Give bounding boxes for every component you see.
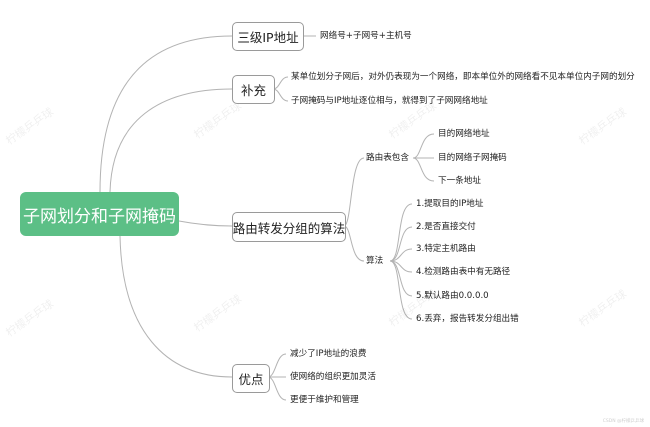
node-routing-table[interactable]: 路由表包含 xyxy=(366,153,409,163)
leaf-algo-1: 1.提取目的IP地址 xyxy=(416,199,484,209)
link-table-1 xyxy=(412,133,435,159)
link-table-3 xyxy=(412,157,435,182)
leaf-supplement-2: 子网掩码与IP地址逐位相与，就得到了子网网络地址 xyxy=(291,96,488,106)
leaf-supplement-1: 某单位划分子网后，对外仍表现为一个网络，即本单位外的网络看不见本单位内子网的划分 xyxy=(291,72,635,82)
link-routing-table xyxy=(343,157,365,227)
link-algo-6 xyxy=(389,260,413,320)
leaf-algo-5: 5.默认路由0.0.0.0 xyxy=(416,291,489,301)
node-algorithm[interactable]: 算法 xyxy=(366,256,384,266)
leaf-level3-format: 网络号+子网号+主机号 xyxy=(320,31,412,41)
node-routing-algorithm[interactable]: 路由转发分组的算法 xyxy=(232,212,346,242)
leaf-algo-3: 3.特定主机路由 xyxy=(416,244,476,254)
link-root-supplement xyxy=(109,88,233,193)
link-supplement-item-1 xyxy=(272,76,289,90)
leaf-adv-2: 使网络的组织更加灵活 xyxy=(290,372,376,382)
leaf-algo-4: 4.检测路由表中有无路径 xyxy=(416,267,511,277)
leaf-algo-6: 6.丢弃，报告转发分组出错 xyxy=(416,314,519,324)
leaf-table-dest-addr: 目的网络地址 xyxy=(438,129,490,139)
leaf-algo-2: 2.是否直接交付 xyxy=(416,222,476,232)
link-adv-1 xyxy=(267,353,287,378)
leaf-table-next-hop: 下一条地址 xyxy=(438,176,481,186)
link-routing-algo xyxy=(343,225,365,262)
node-level3-ip[interactable]: 三级IP地址 xyxy=(232,22,304,51)
leaf-adv-1: 减少了IP地址的浪费 xyxy=(290,349,367,359)
link-algo-1 xyxy=(389,203,413,262)
credit-text: CSDN @柠檬乒乒球 xyxy=(602,419,644,424)
node-supplement[interactable]: 补充 xyxy=(232,75,275,104)
link-supplement-item-2 xyxy=(272,88,289,102)
link-adv-3 xyxy=(267,376,287,401)
root-node[interactable]: 子网划分和子网掩码 xyxy=(20,192,179,236)
leaf-adv-3: 更便于维护和管理 xyxy=(290,395,359,405)
link-root-level3 xyxy=(99,35,233,193)
link-algo-3 xyxy=(389,248,413,262)
link-root-advantages xyxy=(119,235,233,378)
leaf-table-subnet-mask: 目的网络子网掩码 xyxy=(438,153,507,163)
link-root-routing xyxy=(178,220,233,227)
node-advantages[interactable]: 优点 xyxy=(232,364,270,393)
link-algo-2 xyxy=(389,226,413,262)
